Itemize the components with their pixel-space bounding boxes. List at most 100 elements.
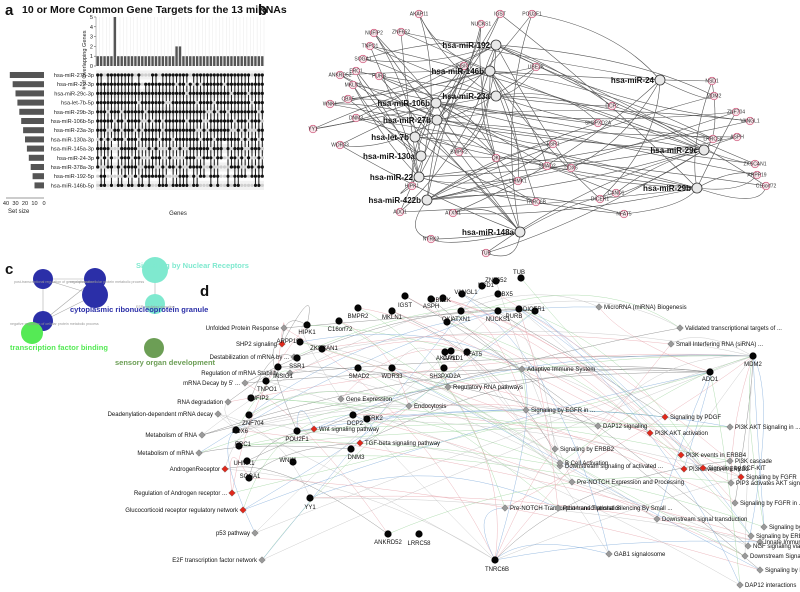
matrix-dot-filled [209, 183, 213, 187]
matrix-dot-empty [212, 137, 216, 141]
pathway-node-label: DAP12 interactions [745, 583, 796, 589]
pathway-node-label: Signaling by FGFR [746, 475, 797, 481]
panel-a-mirna-labels: hsa-miR-27b-3phsa-miR-22-3phsa-miR-29c-3… [51, 73, 94, 189]
matrix-dot-empty [181, 156, 186, 160]
matrix-dot-filled [113, 110, 117, 114]
pathway-node-label: AndrogenReceptor [170, 467, 220, 473]
matrix-dot-empty [233, 119, 237, 123]
matrix-dot-filled [222, 91, 227, 95]
matrix-dot-empty [188, 174, 192, 178]
gene-node [494, 307, 502, 315]
matrix-dot-filled [96, 82, 100, 86]
matrix-dot-filled [205, 137, 210, 141]
matrix-dot-filled [236, 110, 240, 114]
matrix-dot-filled [192, 147, 196, 151]
matrix-dot-filled [147, 165, 151, 169]
matrix-dot-filled [154, 73, 158, 77]
matrix-dot-filled [157, 110, 162, 114]
gene-node [447, 347, 455, 355]
matrix-dot-filled [188, 156, 192, 160]
matrix-dot-filled [144, 165, 148, 169]
set-size-tick-label: 10 [31, 201, 37, 207]
matrix-dot-filled [260, 91, 264, 95]
matrix-dot-empty [157, 147, 162, 151]
matrix-dot-filled [188, 110, 192, 114]
matrix-dot-filled [109, 165, 114, 169]
gene-node-label: NUFIP2 [365, 31, 383, 37]
matrix-dot-empty [174, 156, 179, 160]
intersection-bar [237, 56, 240, 66]
gene-node-label: YY1 [304, 505, 316, 511]
gene-pathway-edge [518, 308, 682, 456]
gene-node-label: ANKRD52 [374, 540, 402, 546]
gene-node [441, 348, 449, 356]
matrix-dot-filled [233, 91, 237, 95]
pathway-node-label: Metabolism of mRNA [137, 451, 194, 457]
matrix-dot-empty [219, 174, 223, 178]
matrix-dot-filled [216, 147, 220, 151]
gene-pathway-edge [242, 414, 354, 511]
set-size-bar [21, 118, 44, 124]
matrix-dot-filled [126, 128, 131, 132]
pathway-node [737, 473, 745, 481]
matrix-dot-filled [229, 101, 234, 105]
matrix-dot-empty [229, 174, 234, 178]
gene-pathway-edge [281, 305, 310, 345]
matrix-dot-empty [96, 183, 100, 187]
pathway-node-label: Adaptive Immune System [527, 367, 595, 373]
matrix-dot-filled [240, 174, 244, 178]
gene-pathway-edge [296, 410, 315, 432]
matrix-dot-empty [185, 147, 189, 151]
matrix-dot-filled [202, 110, 206, 114]
mirna-gene-edge [495, 44, 756, 165]
gene-node-label: TUB [481, 251, 492, 257]
matrix-dot-filled [178, 165, 182, 169]
matrix-dot-filled [233, 165, 237, 169]
mirna-gene-edge [481, 44, 497, 159]
matrix-dot-filled [229, 165, 234, 169]
matrix-dot-filled [257, 91, 261, 95]
matrix-dot-filled [126, 147, 131, 151]
gene-node-label: SH3PXD2A [429, 374, 460, 380]
pathway-node-label: Validated transcriptional targets of ... [685, 326, 782, 332]
matrix-dot-filled [126, 165, 131, 169]
gene-pathway-edge [246, 455, 765, 528]
matrix-dot-filled [195, 137, 199, 141]
gene-node-label: HIPK1 [298, 330, 316, 336]
matrix-dot-filled [202, 156, 206, 160]
mirna-node-label: hsa-miR-22 [370, 173, 414, 182]
matrix-dot-filled [123, 110, 127, 114]
gene-pathway-edge [404, 295, 749, 547]
matrix-dot-empty [174, 165, 179, 169]
matrix-dot-filled [157, 128, 162, 132]
matrix-dot-filled [240, 91, 244, 95]
matrix-dot-empty [113, 174, 117, 178]
matrix-dot-filled [120, 147, 124, 151]
matrix-dot-filled [109, 183, 114, 187]
gene-pathway-edge [293, 307, 536, 358]
matrix-dot-empty [212, 165, 216, 169]
matrix-dot-filled [240, 156, 244, 160]
intersection-bar [209, 56, 213, 66]
mirna-row-label: hsa-miR-23a-3p [54, 128, 94, 134]
gene-node [745, 116, 755, 126]
gene-pathway-edge [366, 403, 651, 434]
matrix-dot-filled [181, 137, 186, 141]
matrix-dot-filled [161, 110, 165, 114]
mirna-gene-edge [435, 102, 554, 145]
set-size-bar [12, 81, 44, 88]
matrix-dot-filled [219, 82, 223, 86]
matrix-dot-empty [240, 137, 244, 141]
matrix-dot-filled [257, 147, 261, 151]
pathway-node [646, 429, 654, 437]
mirna-gene-edge [352, 84, 705, 151]
matrix-dot-empty [253, 128, 258, 132]
gene-node [593, 118, 603, 128]
matrix-dot-empty [157, 73, 162, 77]
gene-node-label: ZNF704 [727, 110, 745, 116]
matrix-dot-filled [164, 73, 168, 77]
matrix-dot-filled [236, 183, 240, 187]
mirna-gene-edge [373, 32, 437, 104]
panel-a-intersection-bars [96, 17, 264, 66]
